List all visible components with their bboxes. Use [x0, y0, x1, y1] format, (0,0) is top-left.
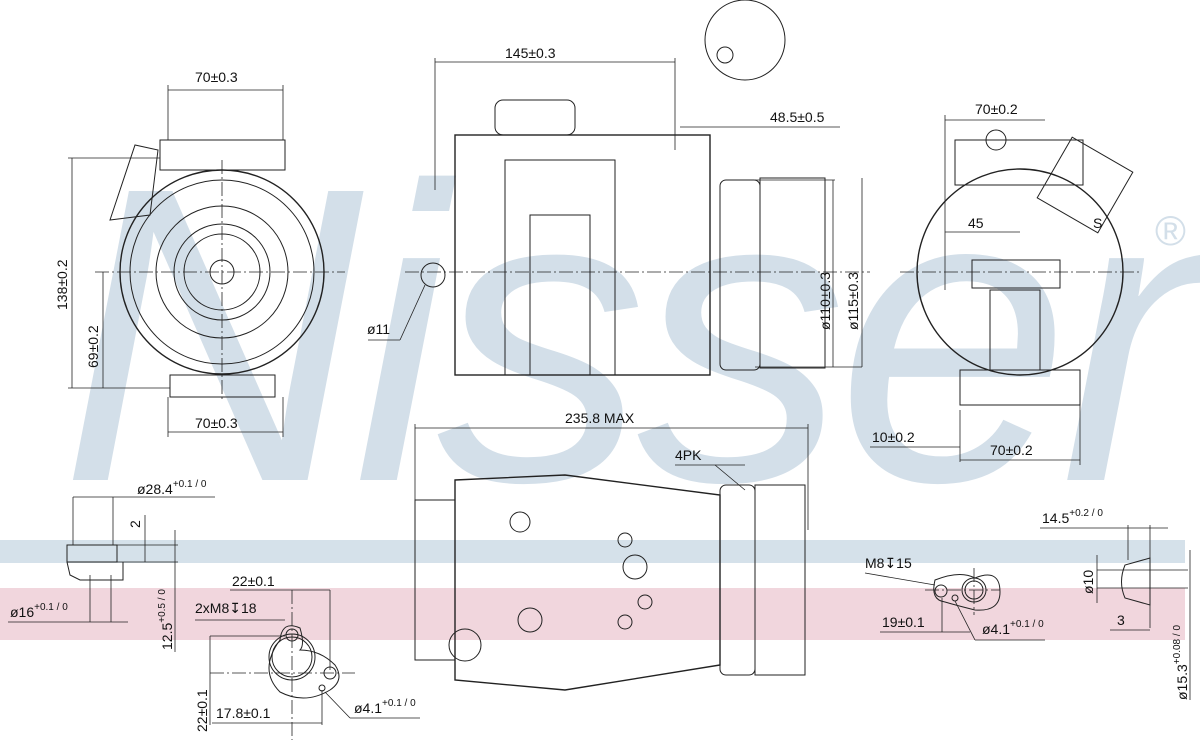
flange-left-spacing-y: 22±0.1 [194, 689, 210, 732]
rear-top-width: 70±0.2 [975, 101, 1018, 117]
port-height: 12.5+0.5 / 0 [157, 589, 175, 650]
port-outer-dia: ø28.4+0.1 / 0 [137, 479, 207, 497]
watermark-logo: Nissens [60, 101, 1200, 570]
rear-bottom-offset: 10±0.2 [872, 429, 915, 445]
port-depth: 2 [127, 520, 143, 528]
side-pulley-outer: ø115±0.3 [845, 272, 861, 330]
side-pulley-inner: ø110±0.3 [817, 272, 833, 330]
registered-mark: ® [1155, 207, 1186, 254]
flange-right-pin-dia: ø4.1+0.1 / 0 [982, 619, 1044, 637]
side-pulley-offset: 48.5±0.5 [770, 109, 825, 125]
flange-right-offset: 19±0.1 [882, 614, 925, 630]
flange-left [195, 589, 420, 740]
overall-length: 235.8 MAX [565, 410, 635, 426]
front-axis-height: 69±0.2 [85, 325, 101, 368]
fitting-outer-dia: ø15.3+0.08 / 0 [1172, 625, 1190, 700]
front-height: 138±0.2 [54, 259, 70, 310]
front-bottom-width: 70±0.3 [195, 415, 238, 431]
belt-type: 4PK [675, 447, 702, 463]
rear-view: S [870, 115, 1140, 465]
rear-bottom-width: 70±0.2 [990, 442, 1033, 458]
fitting-section [1040, 525, 1191, 700]
side-view [368, 0, 870, 376]
flange-left-offset-x: 17.8±0.1 [216, 705, 271, 721]
port-inner-dia: ø16+0.1 / 0 [10, 602, 68, 620]
flange-left-pin-dia: ø4.1+0.1 / 0 [354, 698, 416, 716]
fitting-lip: 3 [1117, 612, 1125, 628]
top-view [414, 424, 809, 691]
blue-band [0, 540, 1185, 563]
flange-right-thread: M8↧15 [865, 555, 912, 571]
port-section [8, 496, 215, 652]
rear-offset: 45 [968, 215, 984, 231]
flange-left-threads: 2xM8↧18 [195, 600, 257, 616]
front-view [68, 85, 345, 437]
side-length: 145±0.3 [505, 45, 556, 61]
side-mount-hole: ø11 [367, 321, 390, 337]
rear-connector-label: S [1093, 215, 1102, 231]
flange-left-spacing-x: 22±0.1 [232, 573, 275, 589]
flange-right [864, 568, 1045, 641]
pink-band [0, 588, 1185, 640]
fitting-width: 14.5+0.2 / 0 [1042, 508, 1103, 526]
fitting-bore: ø10 [1080, 570, 1096, 594]
front-top-width: 70±0.3 [195, 69, 238, 85]
